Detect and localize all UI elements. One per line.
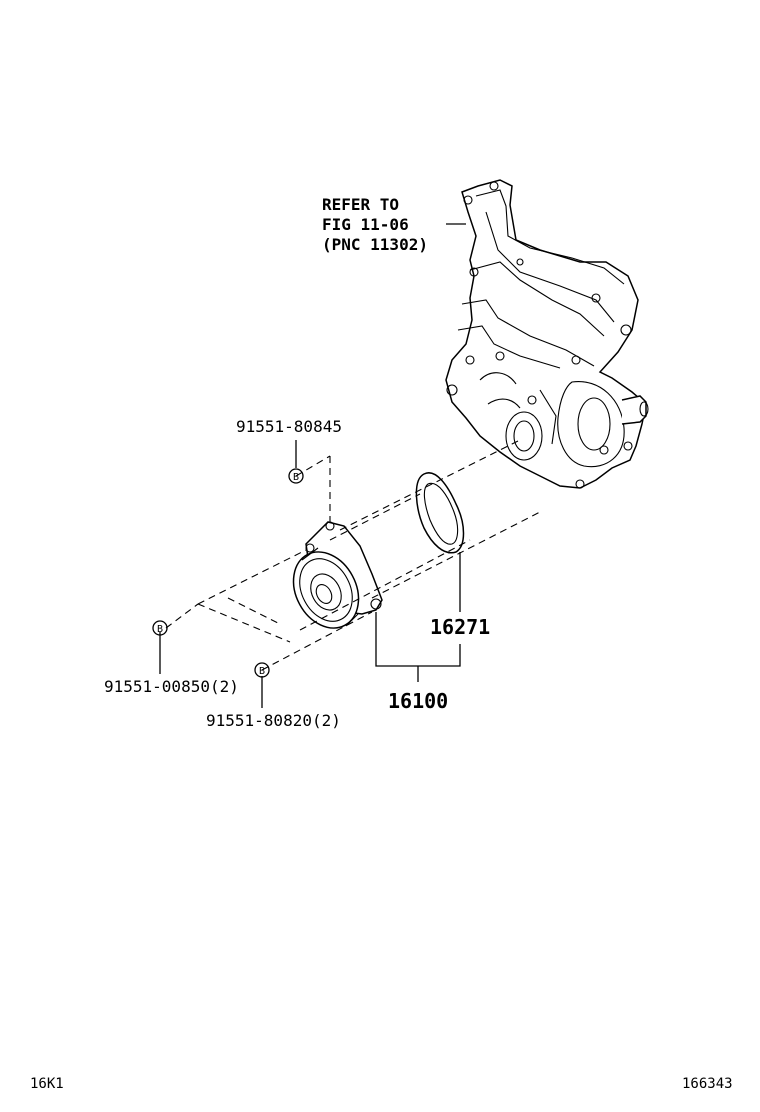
leader-lines: [159, 223, 466, 708]
bolt-marker-left-label: B: [157, 624, 163, 635]
reference-note-line1: REFER TO: [322, 195, 399, 214]
part-number-bolt-top[interactable]: 91551-80845: [236, 417, 342, 436]
bolt-marker-bottom-label: B: [259, 666, 265, 677]
timing-chain-cover: [445, 179, 649, 489]
reference-note-line2[interactable]: FIG 11-06: [322, 215, 409, 234]
part-number-water-pump[interactable]: 16100: [388, 689, 448, 713]
footer-left-code: 16K1: [30, 1076, 64, 1092]
footer-right-code: 166343: [682, 1076, 733, 1092]
part-number-gasket[interactable]: 16271: [430, 615, 490, 639]
bolt-marker-bottom: B: [254, 662, 270, 678]
gasket-16271: [415, 472, 465, 554]
bolt-marker-left: B: [152, 620, 168, 636]
bolt-marker-top: B: [288, 468, 304, 484]
reference-note-line3: (PNC 11302): [322, 235, 428, 254]
bolt-marker-top-label: B: [293, 472, 299, 483]
part-number-bolt-bottom[interactable]: 91551-80820(2): [206, 711, 341, 730]
water-pump-assembly: [292, 521, 383, 629]
part-number-bolt-left[interactable]: 91551-00850(2): [104, 677, 239, 696]
